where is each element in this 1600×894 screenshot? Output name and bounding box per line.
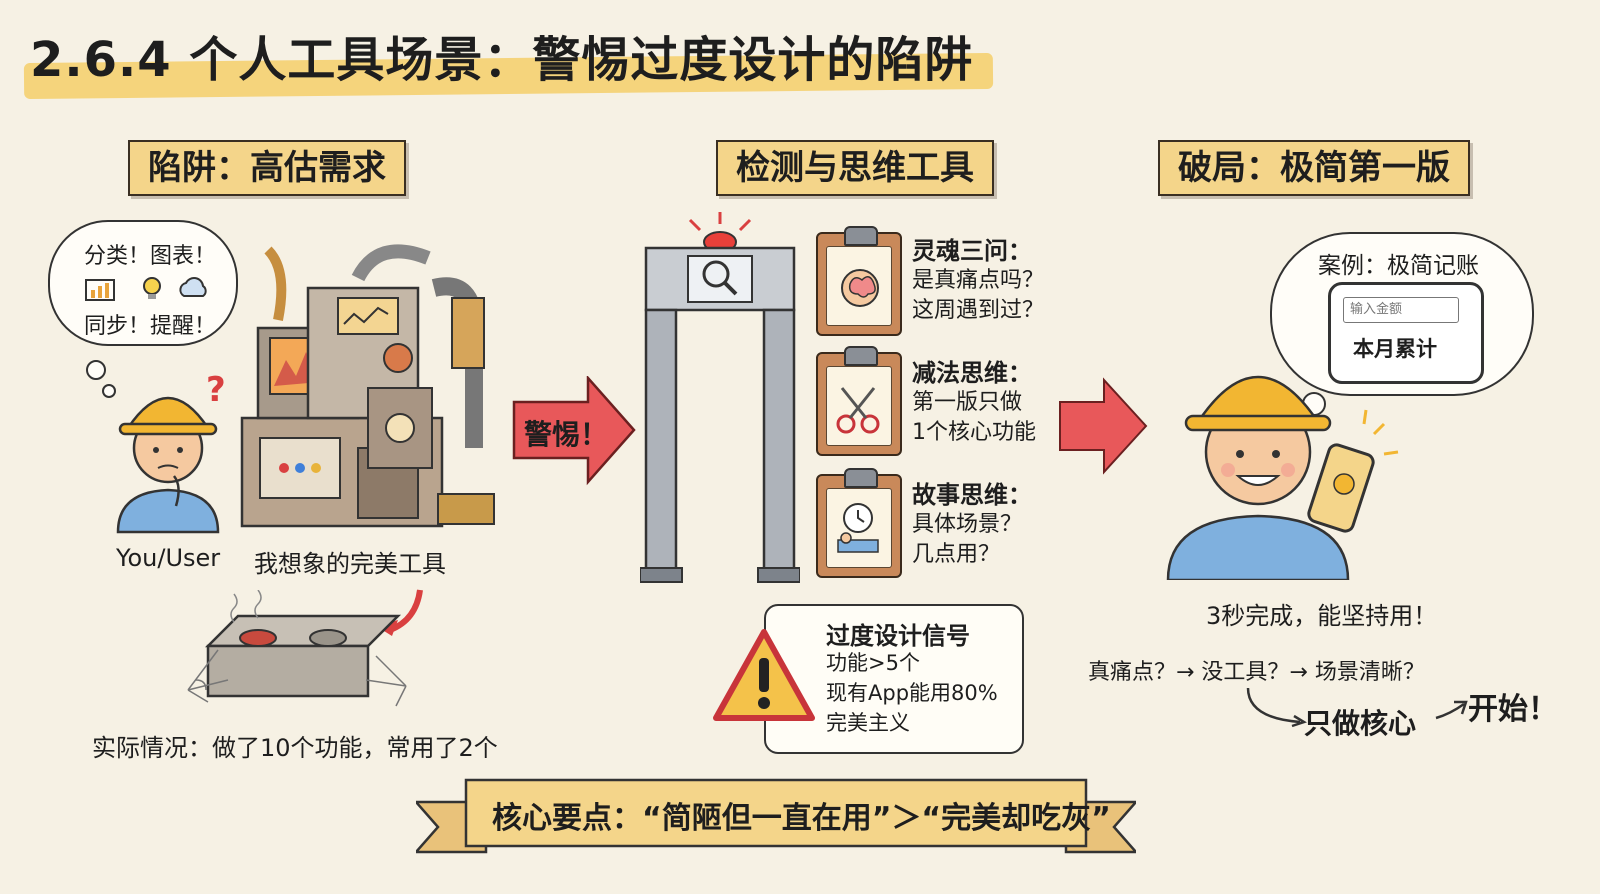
section-tag-detect: 检测与思维工具 [716,140,994,196]
signal-item: 现有App能用80% [826,681,998,705]
mini-phone: 输入金额 本月累计 [1328,282,1484,384]
tool-heading: 灵魂三问： [912,237,1032,265]
clock-icon [837,503,879,553]
brain-icon [841,269,879,307]
case-title: 案例：极简记账 [1318,253,1479,279]
key-point-banner: 核心要点：“简陋但一直在用”＞“完美却吃灰” [416,772,1136,864]
amount-input[interactable]: 输入金额 [1343,297,1459,323]
user-label: You/User [116,544,221,572]
tool-line: 几点用？ [912,542,1001,567]
tool-line: 这周遇到过？ [912,298,1045,323]
decision-flow: 真痛点？→ 没工具？→ 场景清晰？ [1088,660,1425,685]
thought-bubble-case: 案例：极简记账 输入金额 本月累计 [1270,232,1534,396]
flow-arrow-icon [1246,687,1468,728]
question-mark-icon: ? [206,370,226,410]
wish-icons [84,274,214,302]
tool-line: 具体场景？ [912,512,1023,537]
title-block: 2.6.4 个人工具场景：警惕过度设计的陷阱 [23,28,994,100]
warning-triangle [712,628,816,724]
over-engineered-machine-icon [240,244,495,528]
section-tag-trap: 陷阱：高估需求 [128,140,406,196]
tool-line: 1个核心功能 [912,420,1036,445]
ribbon-icon [416,778,1136,854]
dusty-box [178,589,418,716]
section-tag-breakout: 破局：极简第一版 [1158,140,1470,196]
tool-line: 第一版只做 [912,390,1023,415]
signal-heading: 过度设计信号 [826,622,970,650]
cobweb-box-icon [187,589,407,707]
signal-item: 完美主义 [826,711,910,735]
wish-line-1: 分类！图表！ [84,244,217,269]
key-point-text: 核心要点：“简陋但一直在用”＞“完美却吃灰” [492,801,1111,836]
happy-user-icon [1166,375,1399,582]
warning-arrow-label: 警惕！ [524,418,609,451]
tool-soul-questions: 灵魂三问： 是真痛点吗？ 这周遇到过？ [912,236,1044,326]
red-arrow-icon [512,374,636,486]
happy-user-figure [1158,348,1418,582]
detector-gate [639,212,801,584]
complex-machine [238,238,500,530]
chart-bulb-cloud-icon [85,277,207,301]
thought-bubble-wishes: 分类！图表！ 同步！提醒！ [48,220,238,346]
metal-detector-icon [639,212,801,583]
monthly-total-label: 本月累计 [1353,337,1437,361]
tool-line: 是真痛点吗？ [912,268,1045,293]
signal-list: 功能>5个 现有App能用80% 完美主义 [826,648,998,738]
clipboard-brain [816,226,902,336]
wish-line-2: 同步！提醒！ [84,314,217,339]
tool-heading: 故事思维： [912,481,1032,509]
confused-user-icon [116,396,220,534]
user-figure [108,372,228,536]
thought-dot-2 [102,384,116,398]
signal-card: 过度设计信号 功能>5个 现有App能用80% 完美主义 [764,604,1024,754]
breakout-arrow [1058,376,1148,476]
clipboard-clock [816,468,902,578]
clipboard-scissors [816,346,902,456]
tool-story: 故事思维： 具体场景？ 几点用？ [912,480,1032,570]
done-text: 3秒完成，能坚持用！ [1206,602,1438,630]
reality-text: 实际情况：做了10个功能，常用了2个 [92,734,498,762]
tool-heading: 减法思维： [912,359,1032,387]
warning-arrow: 警惕！ [512,374,636,486]
signal-item: 功能>5个 [826,651,920,675]
machine-label: 我想象的完美工具 [254,550,446,578]
start-label: 开始！ [1468,692,1558,727]
flow-arrows [1236,684,1476,734]
thought-dot-1 [86,360,106,380]
core-only-label: 只做核心 [1304,707,1417,740]
page-title: 2.6.4 个人工具场景：警惕过度设计的陷阱 [30,32,974,88]
scissors-icon [836,387,880,434]
warning-triangle-icon [713,629,815,721]
tool-subtraction: 减法思维： 第一版只做 1个核心功能 [912,358,1036,448]
red-arrow-right-icon [1059,377,1148,475]
